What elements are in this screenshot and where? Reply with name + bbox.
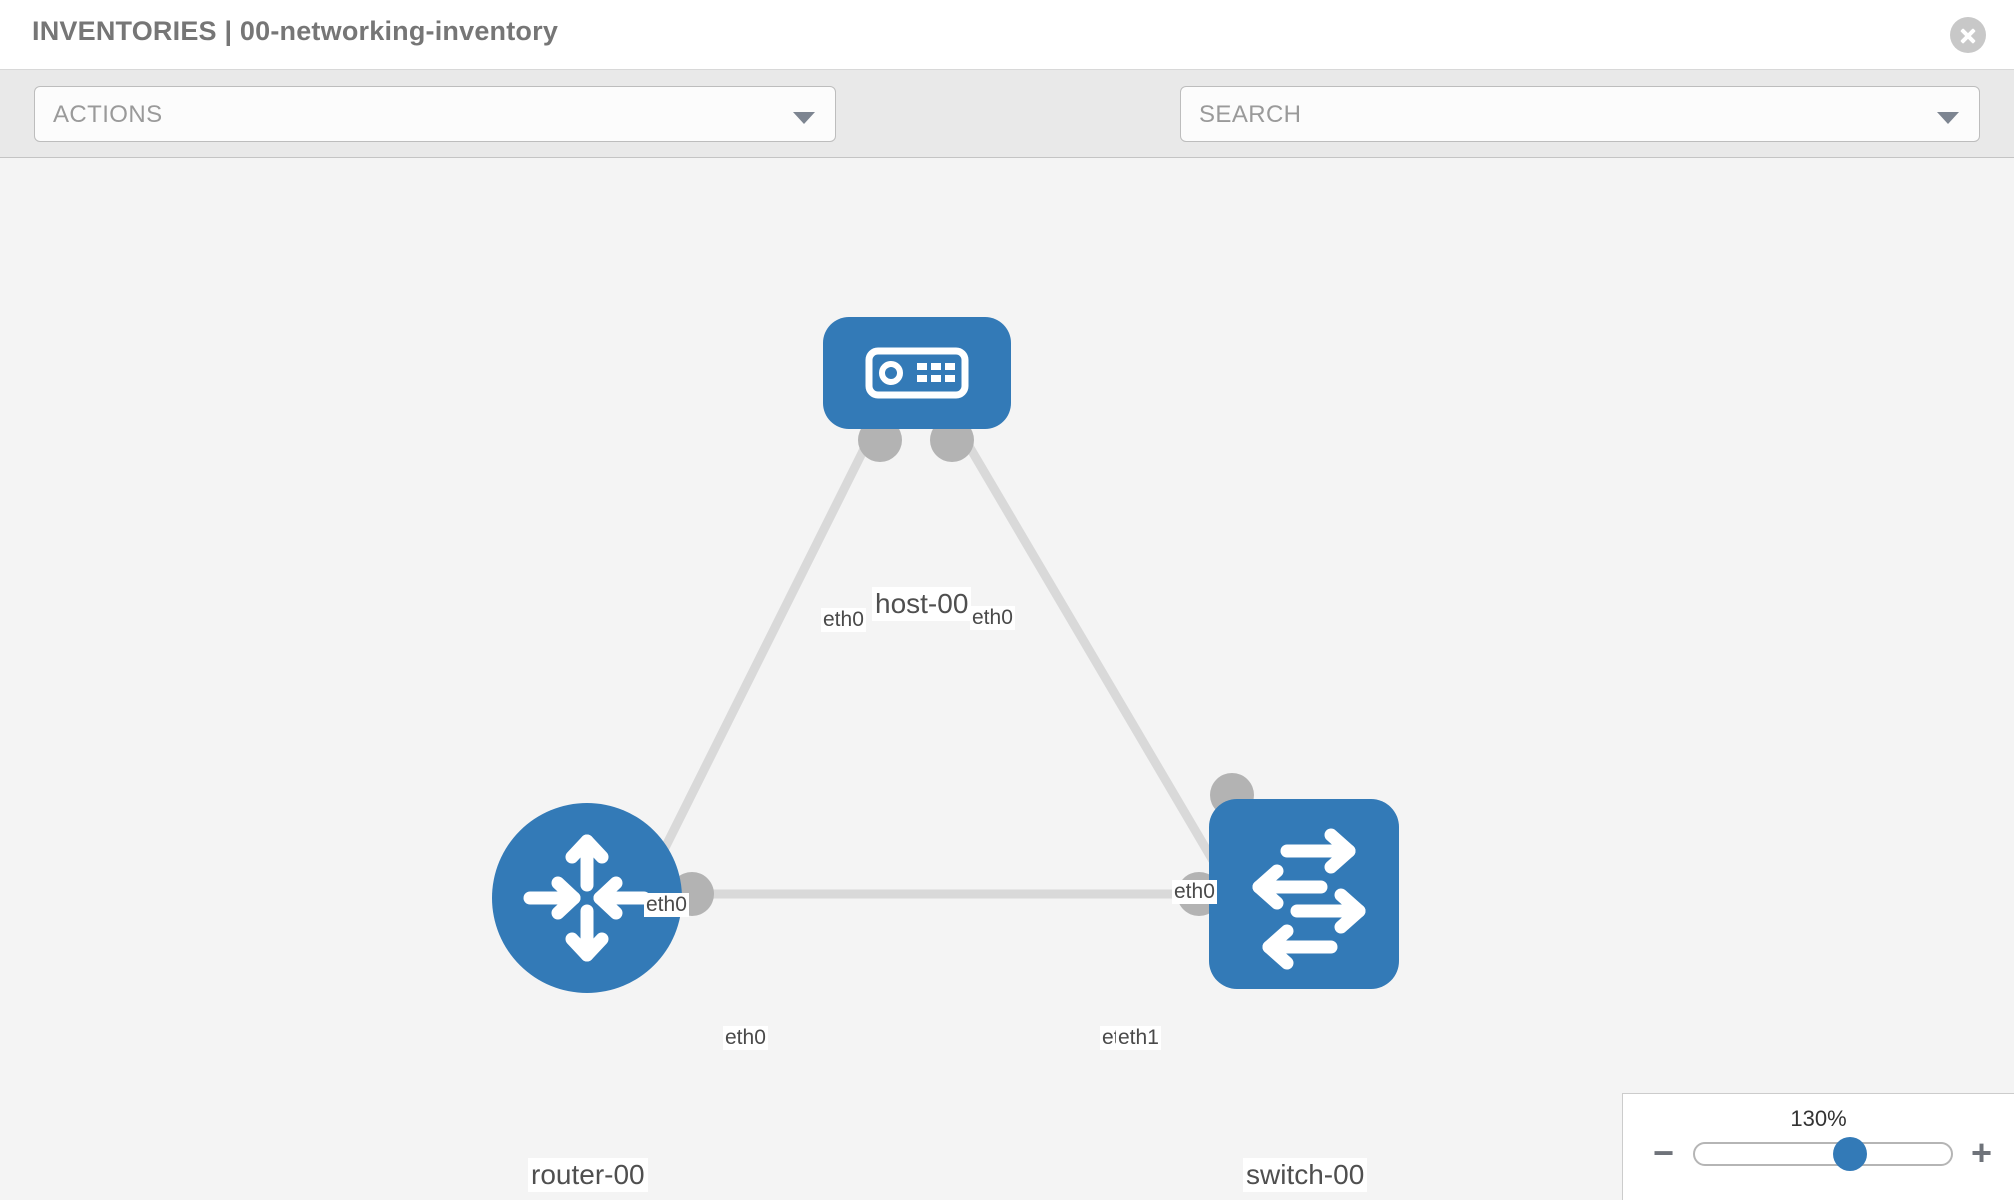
node-label-router-00: router-00 xyxy=(528,1158,648,1192)
close-icon[interactable] xyxy=(1950,17,1986,53)
port-label-host-left: eth0 xyxy=(821,608,866,632)
topology-node-host-00[interactable] xyxy=(823,317,1011,429)
page-title: INVENTORIES | 00-networking-inventory xyxy=(32,16,559,46)
port-label-switch-left-b: eth1 xyxy=(1116,1026,1161,1050)
port-label-switch-up: eth0 xyxy=(1172,880,1217,904)
topology-links xyxy=(635,418,1254,916)
port-label-router-right: eth0 xyxy=(723,1026,768,1050)
zoom-slider[interactable] xyxy=(1693,1137,1953,1171)
node-label-switch-00: switch-00 xyxy=(1243,1158,1368,1192)
zoom-control-panel: 130% − + xyxy=(1622,1093,2014,1200)
actions-dropdown[interactable]: ACTIONS xyxy=(34,86,836,142)
port-label-host-right: eth0 xyxy=(970,606,1015,630)
zoom-level-value: 130% xyxy=(1790,1106,1847,1131)
switch-arrows-icon xyxy=(1252,828,1366,970)
search-placeholder: SEARCH xyxy=(1199,101,1302,128)
zoom-in-button[interactable]: + xyxy=(1970,1132,1992,1173)
server-icon xyxy=(865,347,969,399)
zoom-out-button[interactable]: − xyxy=(1653,1132,1675,1173)
port-label-router-up: eth0 xyxy=(644,893,689,917)
topology-canvas[interactable]: host-00 router-00 switch-00 eth0 eth0 et… xyxy=(0,158,2014,1200)
actions-dropdown-label: ACTIONS xyxy=(53,101,163,128)
node-label-host-00: host-00 xyxy=(872,587,972,621)
toolbar: ACTIONS SEARCH xyxy=(0,70,2014,198)
page-header: INVENTORIES | 00-networking-inventory xyxy=(0,0,2014,70)
chevron-down-icon xyxy=(1937,112,1959,124)
zoom-slider-thumb[interactable] xyxy=(1832,1137,1867,1171)
chevron-down-icon xyxy=(793,112,815,124)
router-arrows-icon xyxy=(523,834,651,962)
search-input[interactable]: SEARCH xyxy=(1180,86,1980,142)
topology-node-switch-00[interactable] xyxy=(1209,799,1399,989)
